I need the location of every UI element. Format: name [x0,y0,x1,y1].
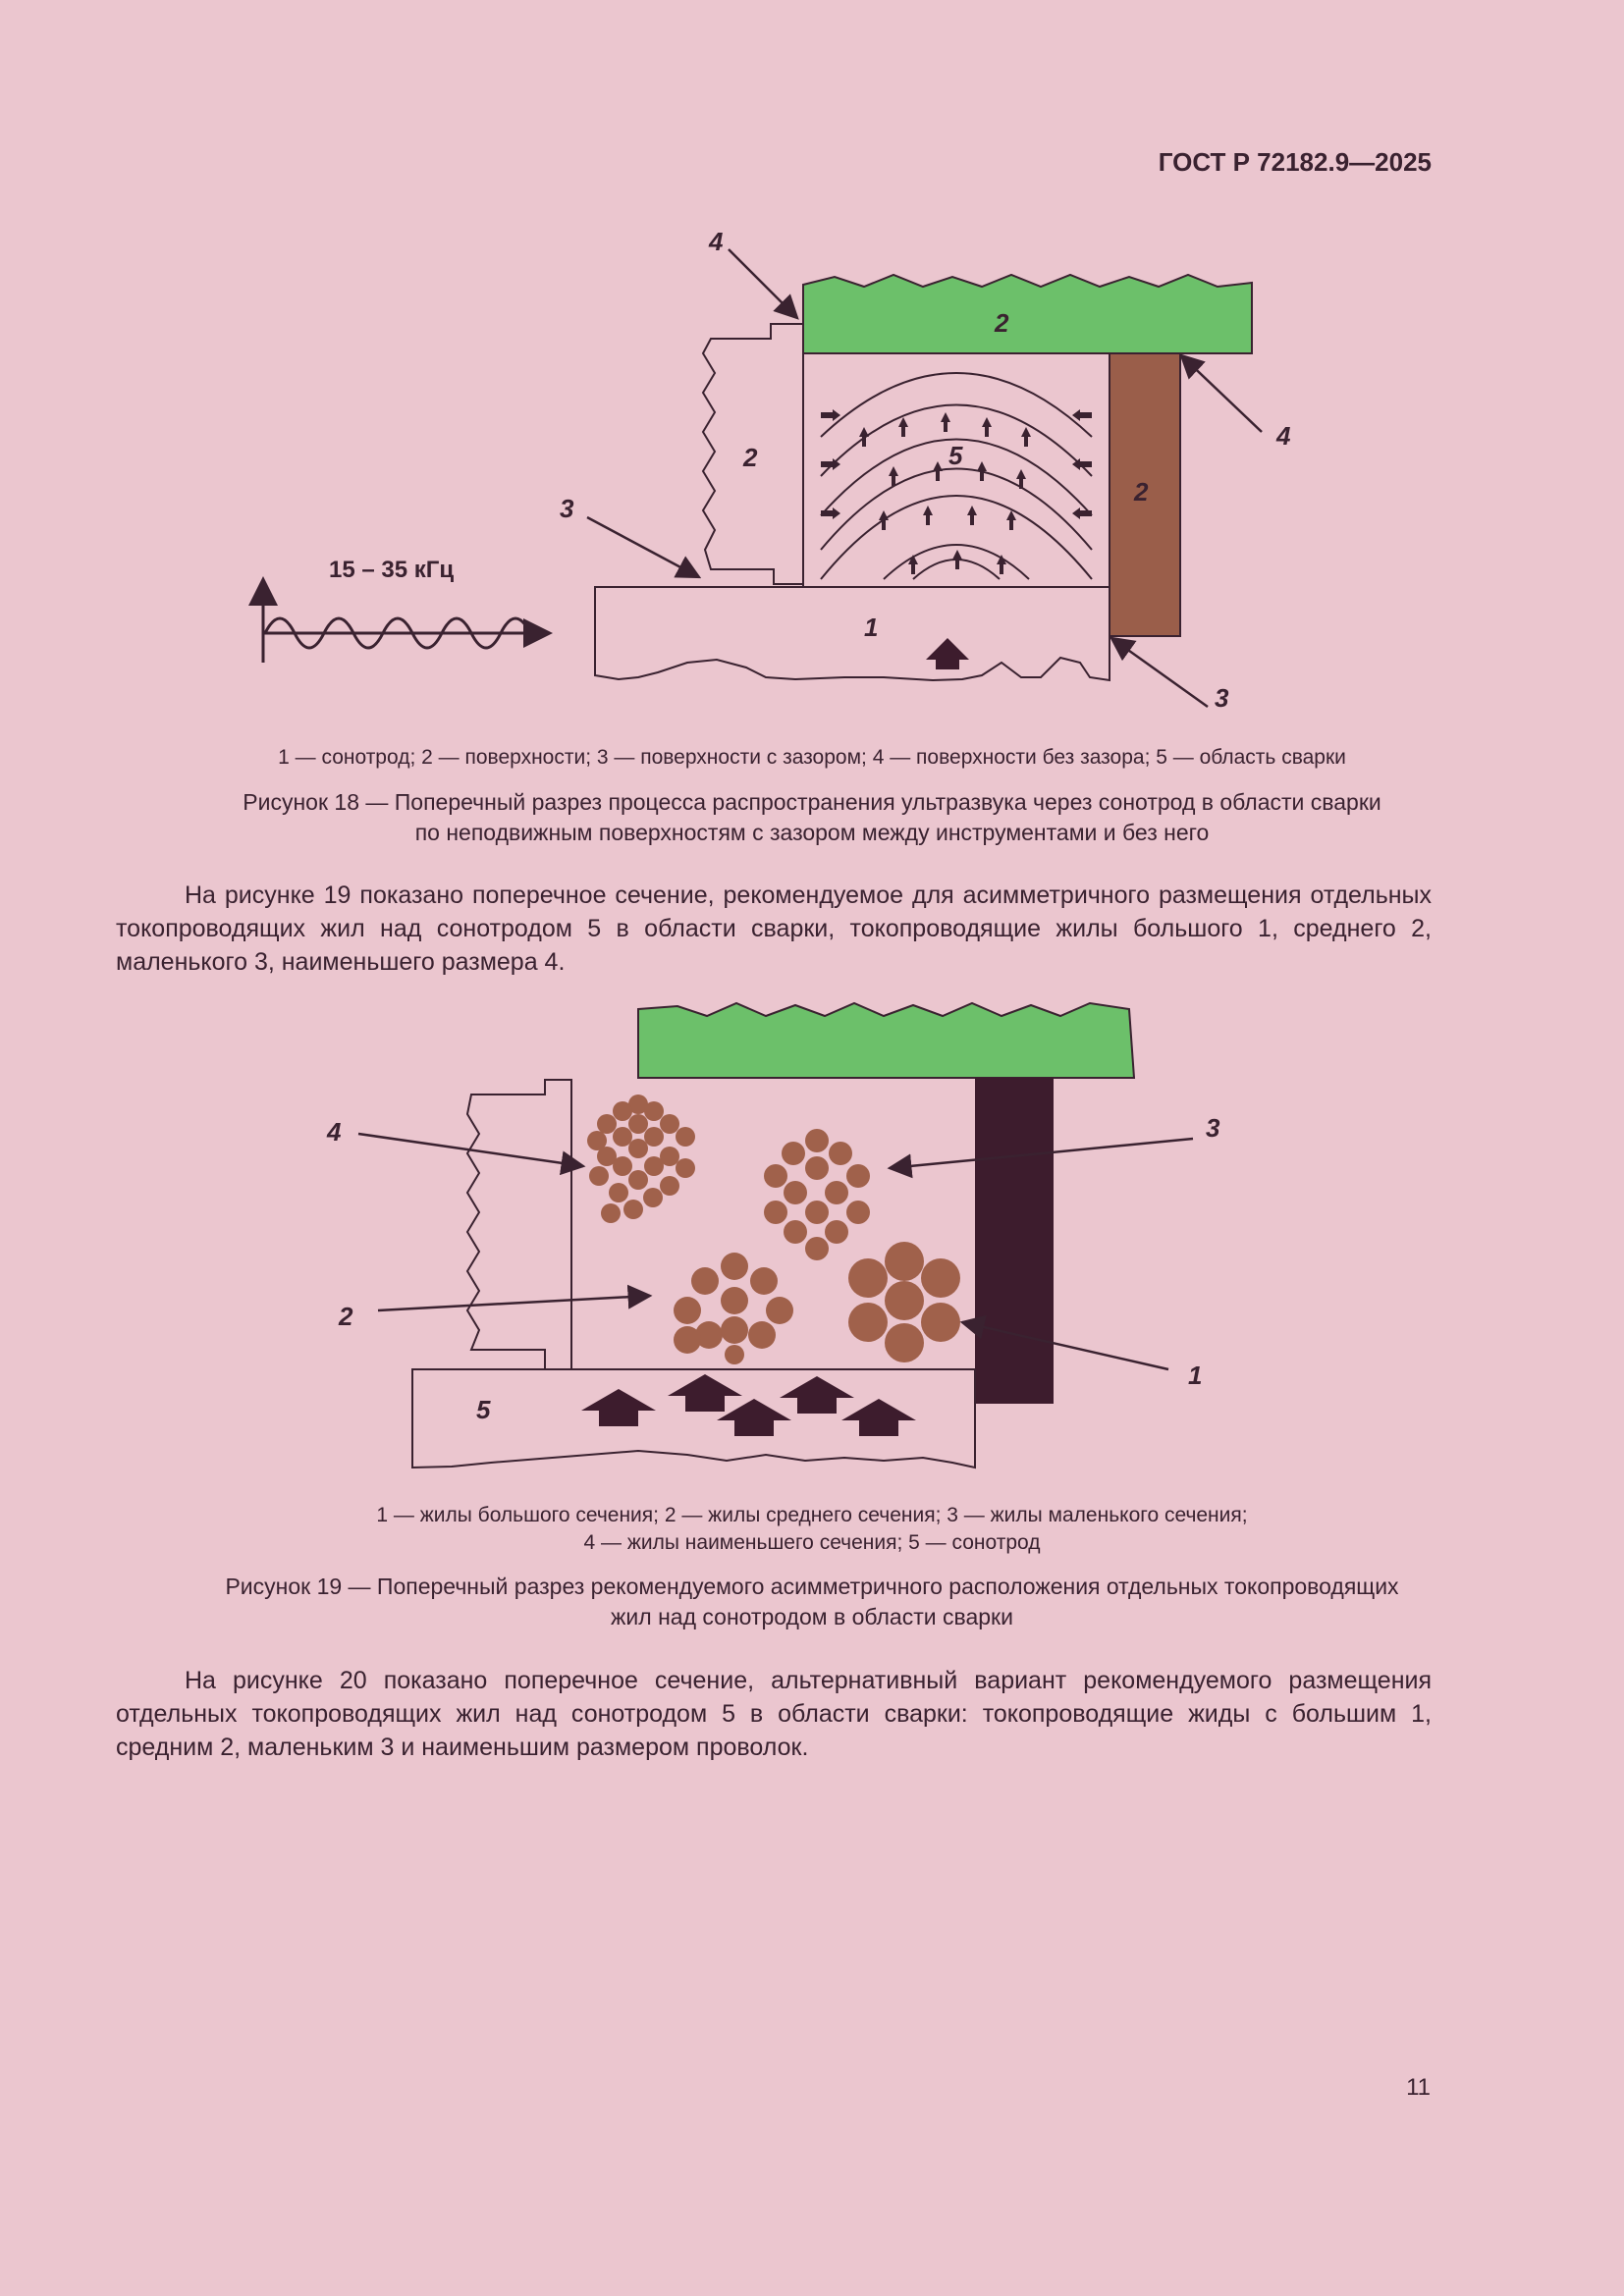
label-2b: 2 [742,443,758,472]
wire-bundle-1 [848,1242,960,1362]
figure-19-diagram: 4 3 2 1 5 [326,1001,1220,1469]
fixed-surface-top [802,273,1253,354]
label-1: 1 [1188,1361,1202,1390]
label-5: 5 [948,441,963,470]
oscillation-symbol [248,576,553,663]
paragraph-1: На рисунке 19 показано поперечное сечени… [116,881,1432,976]
wire-bundle-3 [764,1129,870,1260]
sonotrode [594,586,1110,682]
label-3a: 3 [560,494,574,523]
figure-19-legend: 1 — жилы большого сечения; 2 — жилы сред… [376,1504,1248,1554]
label-2: 2 [338,1302,353,1331]
document-code: ГОСТ Р 72182.9—2025 [1158,147,1432,177]
figure-19-caption: Рисунок 19 — Поперечный разрез рекоменду… [225,1574,1399,1629]
fixed-surface-top [637,1001,1136,1079]
wire-bundle-2 [674,1253,793,1364]
label-3b: 3 [1215,683,1229,713]
fixed-surface-right [1109,352,1181,637]
fixed-surface-left [465,1079,572,1370]
label-4a: 4 [708,227,724,256]
frequency-label: 15 – 35 кГц [329,557,454,583]
wire-bundle-4 [587,1095,695,1223]
figure-18-legend: 1 — сонотрод; 2 — поверхности; 3 — повер… [278,746,1346,769]
label-4b: 4 [1275,421,1291,451]
label-2a: 2 [994,308,1009,338]
sonotrode-arrows [581,1374,916,1436]
label-2c: 2 [1133,477,1149,507]
figure-18-diagram: 15 – 35 кГц 4 2 4 2 5 2 3 1 3 [248,227,1291,713]
page-number: 11 [1406,2074,1431,2101]
sonotrode-arrow [926,638,969,669]
anvil [975,1078,1054,1404]
wave-arrows [821,409,1092,574]
label-3: 3 [1206,1113,1220,1143]
paragraph-2: На рисунке 20 показано поперечное сечени… [116,1667,1432,1761]
label-4: 4 [326,1117,342,1147]
label-1: 1 [864,613,878,642]
figure-18-caption: Рисунок 18 — Поперечный разрез процесса … [243,789,1381,845]
label-5: 5 [476,1395,491,1424]
